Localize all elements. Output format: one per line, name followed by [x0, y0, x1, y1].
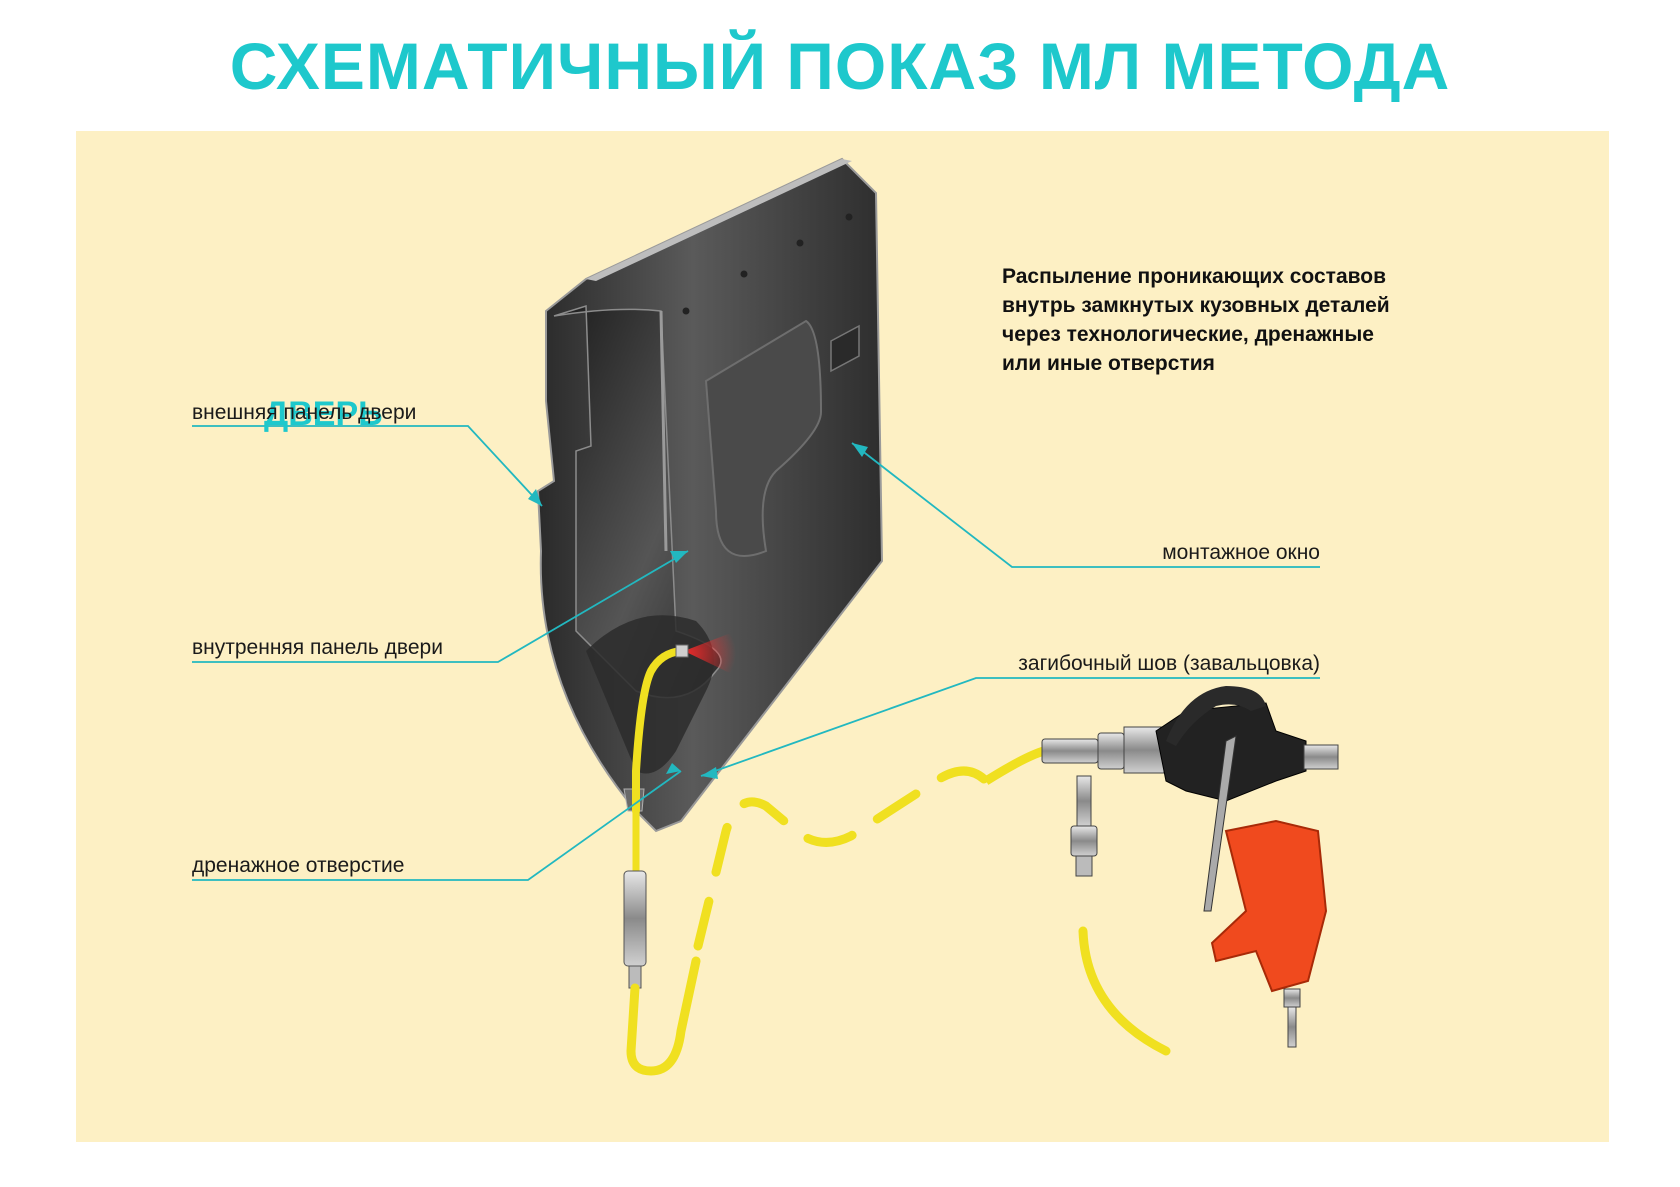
description-line: через технологические, дренажные — [1002, 323, 1374, 346]
diagram-canvas — [76, 131, 1609, 1142]
page-title: СХЕМАТИЧНЫЙ ПОКАЗ МЛ МЕТОДА — [229, 29, 1451, 103]
label-drain-hole: дренажное отверстие — [192, 854, 405, 877]
inner-hose — [632, 647, 685, 815]
description-line: или иные отверстия — [1002, 352, 1215, 375]
description-line: внутрь замкнутых кузовных деталей — [1002, 294, 1390, 317]
description-text: Распыление проникающих составов внутрь з… — [1002, 262, 1472, 378]
label-mounting-window: монтажное окно — [1162, 541, 1320, 564]
leader-lines — [192, 425, 1320, 881]
spray-gun-icon — [1041, 686, 1339, 1048]
spray-cone — [684, 631, 736, 676]
label-outer-panel: внешняя панель двери — [192, 401, 417, 424]
description-line: Распыление проникающих составов — [1002, 265, 1386, 288]
label-inner-panel: внутренняя панель двери — [192, 636, 443, 659]
diagram-panel: ДВЕРЬ внешняя панель двери внутренняя па… — [76, 131, 1609, 1142]
label-hem-seam: загибочный шов (завальцовка) — [1018, 652, 1320, 675]
hose-icon — [623, 746, 1171, 1076]
leader-arrowheads — [528, 443, 868, 779]
object-label: ДВЕРЬ — [264, 395, 383, 433]
